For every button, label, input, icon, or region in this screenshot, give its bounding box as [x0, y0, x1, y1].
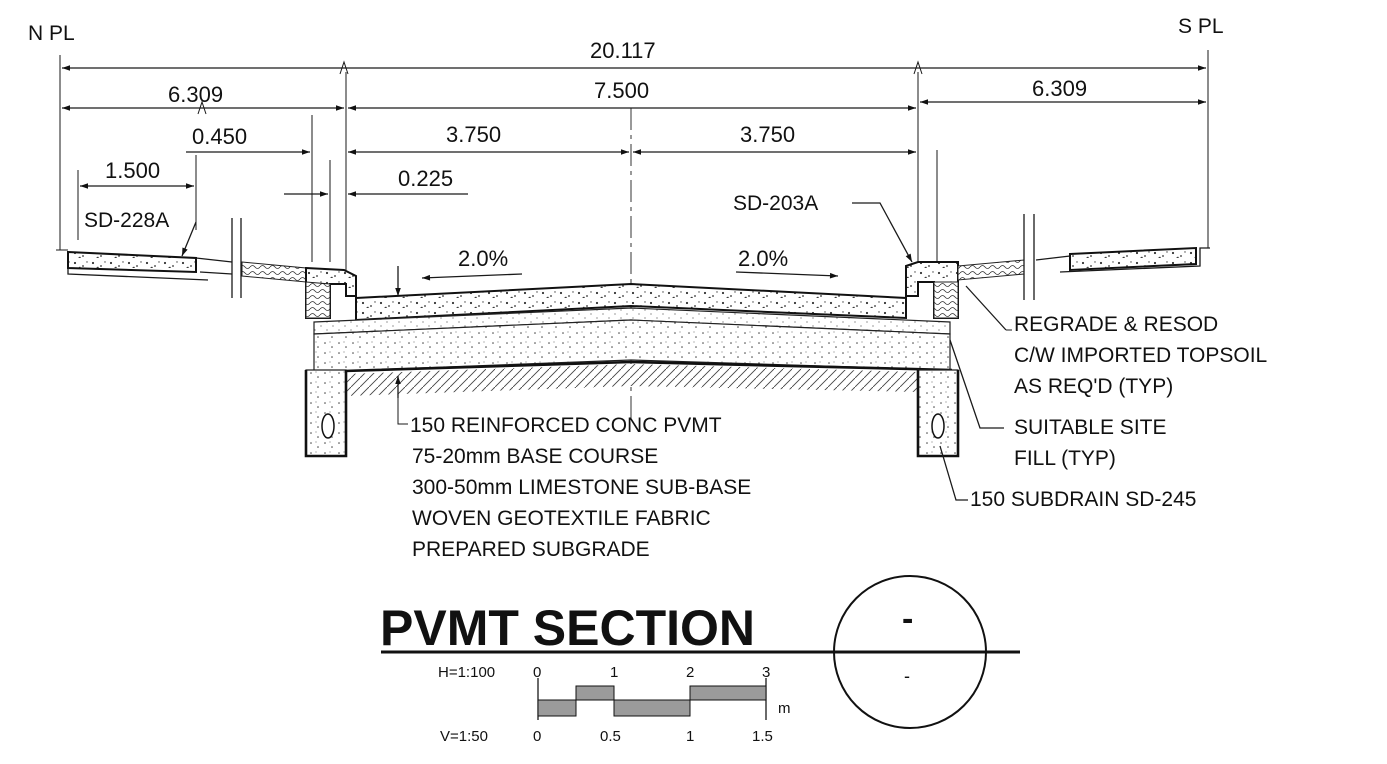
subdrain-note: 150 SUBDRAIN SD-245 [970, 488, 1196, 511]
left-subdrain-pipe-icon [321, 413, 335, 439]
left-slope-text: 2.0% [458, 246, 508, 271]
v-tick-0: 0 [533, 728, 541, 745]
right-boulevard [957, 214, 1210, 300]
regrade-note-line-3: AS REQ'D (TYP) [1014, 375, 1173, 398]
extension-lines [59, 50, 1209, 270]
dimension-0450: 0.450 [192, 124, 247, 149]
left-boulevard-dimension: 6.309 [168, 82, 223, 107]
overall-dimension: 20.117 [62, 38, 1206, 75]
left-subdrain-trench [304, 369, 348, 458]
h-tick-2: 2 [686, 664, 694, 681]
geotextile-fabric [311, 360, 953, 374]
layer-note-1: 150 REINFORCED CONC PVMT [410, 414, 722, 437]
layer-note-5: PREPARED SUBGRADE [412, 538, 650, 561]
vertical-scale-label: V=1:50 [440, 728, 488, 745]
sheet-number: - [904, 666, 910, 686]
layer-note-3: 300-50mm LIMESTONE SUB-BASE [412, 476, 751, 499]
v-tick-1: 0.5 [600, 728, 621, 745]
drawing-title: PVMT SECTION [380, 600, 755, 656]
south-property-line-label: S PL [1178, 15, 1224, 38]
dimension-0225: 0.225 [398, 166, 453, 191]
layer-note-4: WOVEN GEOTEXTILE FABRIC [412, 507, 711, 530]
horizontal-scale-label: H=1:100 [438, 664, 495, 681]
left-curb [305, 266, 357, 319]
v-tick-3: 1.5 [752, 728, 773, 745]
regrade-note-line-2: C/W IMPORTED TOPSOIL [1014, 344, 1267, 367]
right-boulevard-dimension: 6.309 [1032, 76, 1087, 101]
left-boulevard [56, 218, 307, 298]
h-tick-1: 1 [610, 664, 618, 681]
sd-203a-leader [852, 202, 913, 263]
right-curb [905, 261, 959, 319]
title-block: PVMT SECTION - - [380, 575, 1020, 729]
sd-228a-label: SD-228A [84, 209, 169, 232]
v-tick-2: 1 [686, 728, 694, 745]
regrade-note-line-1: REGRADE & RESOD [1014, 313, 1218, 336]
detail-callout-circle [833, 575, 987, 729]
h-tick-0: 0 [533, 664, 541, 681]
left-lane-dimension: 3.750 [446, 122, 501, 147]
right-slope-text: 2.0% [738, 246, 788, 271]
cross-slope-arrows: 2.0% 2.0% [421, 246, 839, 281]
layer-note-2: 75-20mm BASE COURSE [412, 445, 658, 468]
right-side-notes: REGRADE & RESOD C/W IMPORTED TOPSOIL AS … [939, 285, 1267, 511]
right-subdrain-pipe-icon [931, 413, 945, 439]
scale-bar: H=1:100 V=1:50 0 1 2 3 0 0.5 1 1.5 m [438, 664, 791, 745]
prepared-subgrade [346, 364, 918, 396]
right-lane-dimension: 3.750 [740, 122, 795, 147]
north-property-line-label: N PL [28, 22, 75, 45]
lane-dimensions: 3.750 3.750 0.450 [186, 122, 916, 155]
boulevard-road-dimensions: 6.309 7.500 6.309 [62, 76, 1206, 115]
scale-unit: m [778, 700, 791, 717]
dimension-1500: 1.500 [105, 158, 160, 183]
sd-228a-leader [181, 221, 197, 257]
pavement-layer-notes: 150 REINFORCED CONC PVMT 75-20mm BASE CO… [410, 414, 751, 561]
sd-203a-label: SD-203A [733, 192, 818, 215]
overall-dimension-text: 20.117 [590, 38, 656, 63]
h-tick-3: 3 [762, 664, 770, 681]
curb-dimensions: 0.225 1.500 [80, 158, 468, 197]
detail-number: - [902, 600, 913, 638]
road-width-dimension: 7.500 [594, 78, 649, 103]
fill-note-line-2: FILL (TYP) [1014, 447, 1116, 470]
right-subdrain-trench [916, 369, 960, 458]
fill-note-line-1: SUITABLE SITE [1014, 416, 1167, 439]
